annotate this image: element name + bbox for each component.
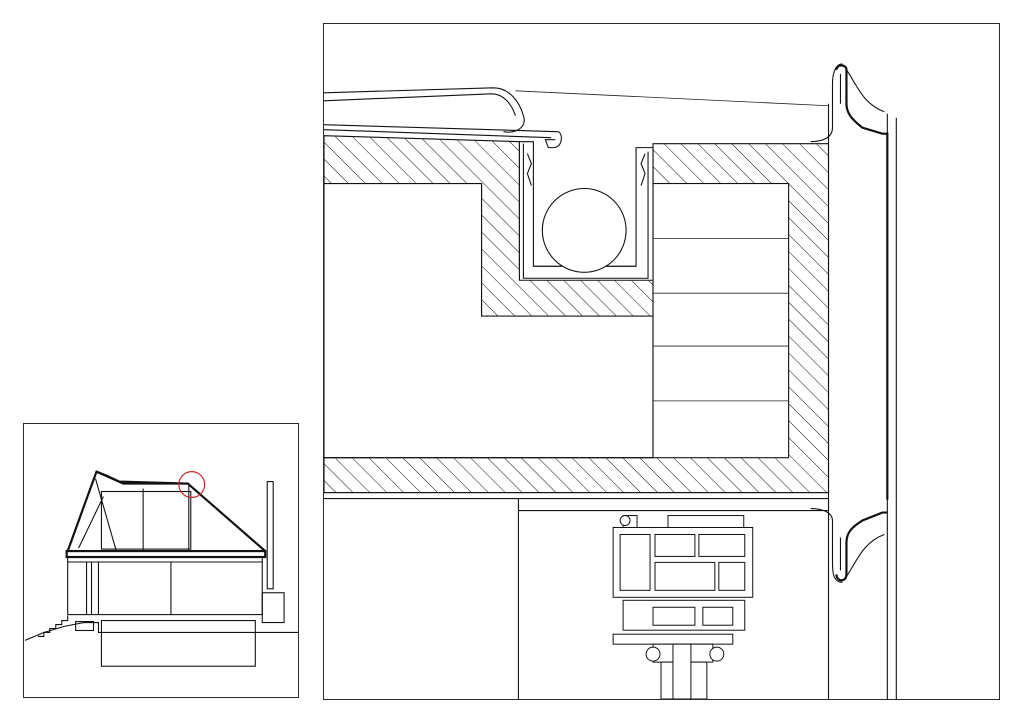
roof-sheet-line <box>324 93 516 116</box>
guide-rail-line <box>846 533 885 577</box>
shutter-box-channel <box>518 141 654 281</box>
upper-floor-volume <box>100 490 192 550</box>
roller-shutter-detail <box>323 23 1000 700</box>
anchor-left <box>526 153 532 186</box>
roof-structure-line <box>94 478 117 552</box>
roof-sheet-line <box>515 90 829 107</box>
guide-rail-bottom <box>810 508 843 583</box>
exterior-steps <box>37 615 69 637</box>
detail-callout-circle <box>178 471 206 499</box>
insulation-block <box>652 182 790 459</box>
guide-rail-outer <box>835 64 889 500</box>
basement-volume <box>100 620 256 667</box>
ground-floor-volume <box>67 556 263 616</box>
chimney <box>266 481 274 590</box>
channel-inner-line <box>522 143 649 279</box>
building-section-drawing <box>24 470 298 667</box>
building-section-overview <box>23 423 299 698</box>
facade-line <box>78 496 104 549</box>
shutter-roller <box>541 187 627 273</box>
foundation-block <box>75 621 95 632</box>
shutter-box-section-drawing <box>324 63 897 699</box>
flashing-profile <box>324 124 562 149</box>
guide-rail-line <box>846 69 885 113</box>
guide-rail-top <box>810 63 843 143</box>
guide-rail-outer-bottom <box>835 511 888 582</box>
roof-cover-sheet <box>324 87 525 133</box>
ground-line <box>24 621 298 641</box>
chimney-base <box>261 592 285 624</box>
roof-eaves <box>96 470 189 485</box>
window-frame-profile <box>612 515 754 699</box>
anchor-right <box>640 153 646 186</box>
flashing-line <box>324 129 552 139</box>
floor-slab <box>65 549 267 559</box>
